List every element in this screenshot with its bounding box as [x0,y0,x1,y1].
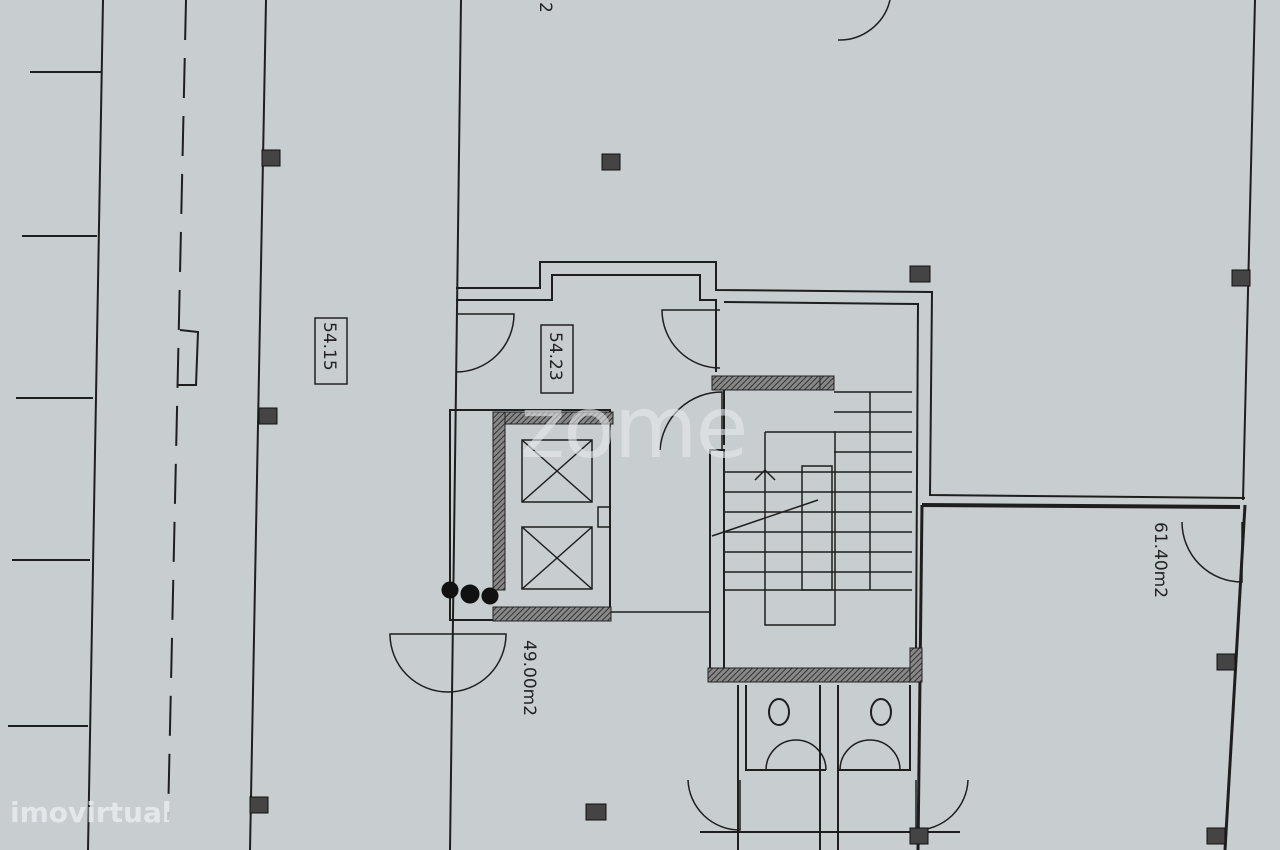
wall-line [87,0,104,850]
label-corridor-left: 54.15 [319,322,339,371]
watermark-zome: zome [520,378,748,478]
label-box [314,317,348,385]
wall-line [449,0,462,850]
label-box [540,324,574,394]
watermark-imovirtual: imovirtual [10,796,172,829]
label-room-bottom: 49.00m2 [519,640,539,716]
label-top-fragment: 2 [535,2,555,13]
label-room-right: 61.40m2 [1150,522,1170,598]
wall-line [249,0,267,850]
label-lobby: 54.23 [545,332,565,381]
